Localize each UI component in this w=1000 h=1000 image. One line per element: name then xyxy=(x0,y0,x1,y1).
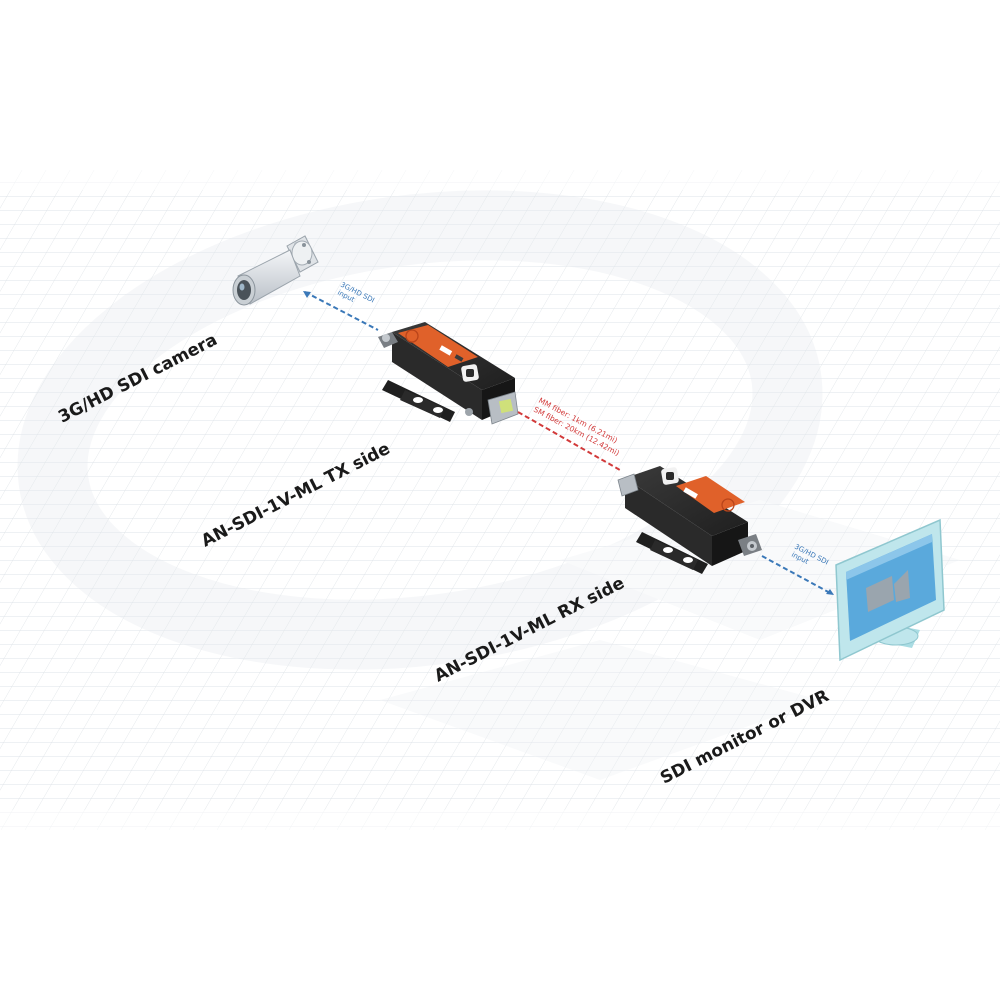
camera-icon xyxy=(232,235,319,306)
grid-floor xyxy=(0,170,1000,830)
sdi-link-tx: 3G/HD SDI input xyxy=(303,281,379,331)
watermark-logo xyxy=(17,190,960,780)
video-camera-icon xyxy=(866,570,910,612)
monitor-icon xyxy=(835,518,945,662)
rx-device xyxy=(617,466,762,574)
tx-device xyxy=(378,322,519,425)
